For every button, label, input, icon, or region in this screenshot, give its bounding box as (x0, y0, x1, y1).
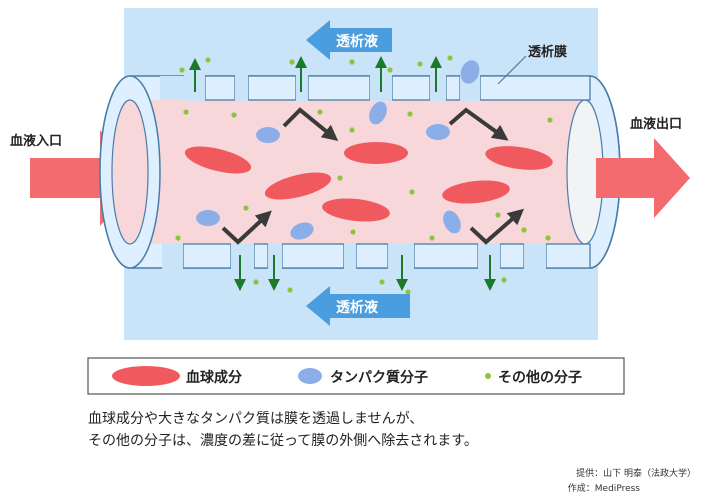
caption-line-1: 血球成分や大きなタンパク質は膜を透過しませんが、 (88, 411, 424, 427)
caption-line-2: その他の分子は、濃度の差に従って膜の外側へ除去されます。 (88, 433, 478, 449)
legend-blood-cells: 血球成分 (186, 369, 242, 386)
blood-outlet-label: 血液出口 (630, 116, 682, 132)
inlet-opening (111, 99, 149, 245)
credit-provider: 提供：山下 明泰（法政大学） (576, 469, 696, 479)
blood-lumen (122, 100, 603, 244)
legend-proteins: タンパク質分子 (330, 369, 428, 386)
legend-molecule-swatch (485, 373, 491, 379)
blood-outlet-arrow (596, 138, 690, 218)
membrane-label: 透析膜 (528, 44, 567, 60)
dialysate-label-top: 透析液 (336, 33, 379, 50)
outflow-arrows (189, 56, 496, 291)
credit-producer: 作成：MediPress (567, 484, 640, 494)
membrane-bottom-segments (182, 243, 591, 269)
legend-protein-swatch (298, 368, 322, 384)
blood-inlet-label: 血液入口 (10, 133, 62, 149)
legend-blood-cell-swatch (112, 366, 180, 386)
protein-molecules (196, 60, 480, 240)
small-molecules (175, 55, 553, 295)
blood-cells (184, 142, 553, 222)
dialysate-label-bottom: 透析液 (336, 299, 379, 316)
legend-other-molecules: その他の分子 (498, 369, 582, 386)
membrane-leader-line (497, 55, 527, 85)
dialysate-arrow-bottom (306, 286, 410, 326)
flow-arrows (221, 107, 525, 245)
dialysate-arrow-top (306, 20, 392, 60)
